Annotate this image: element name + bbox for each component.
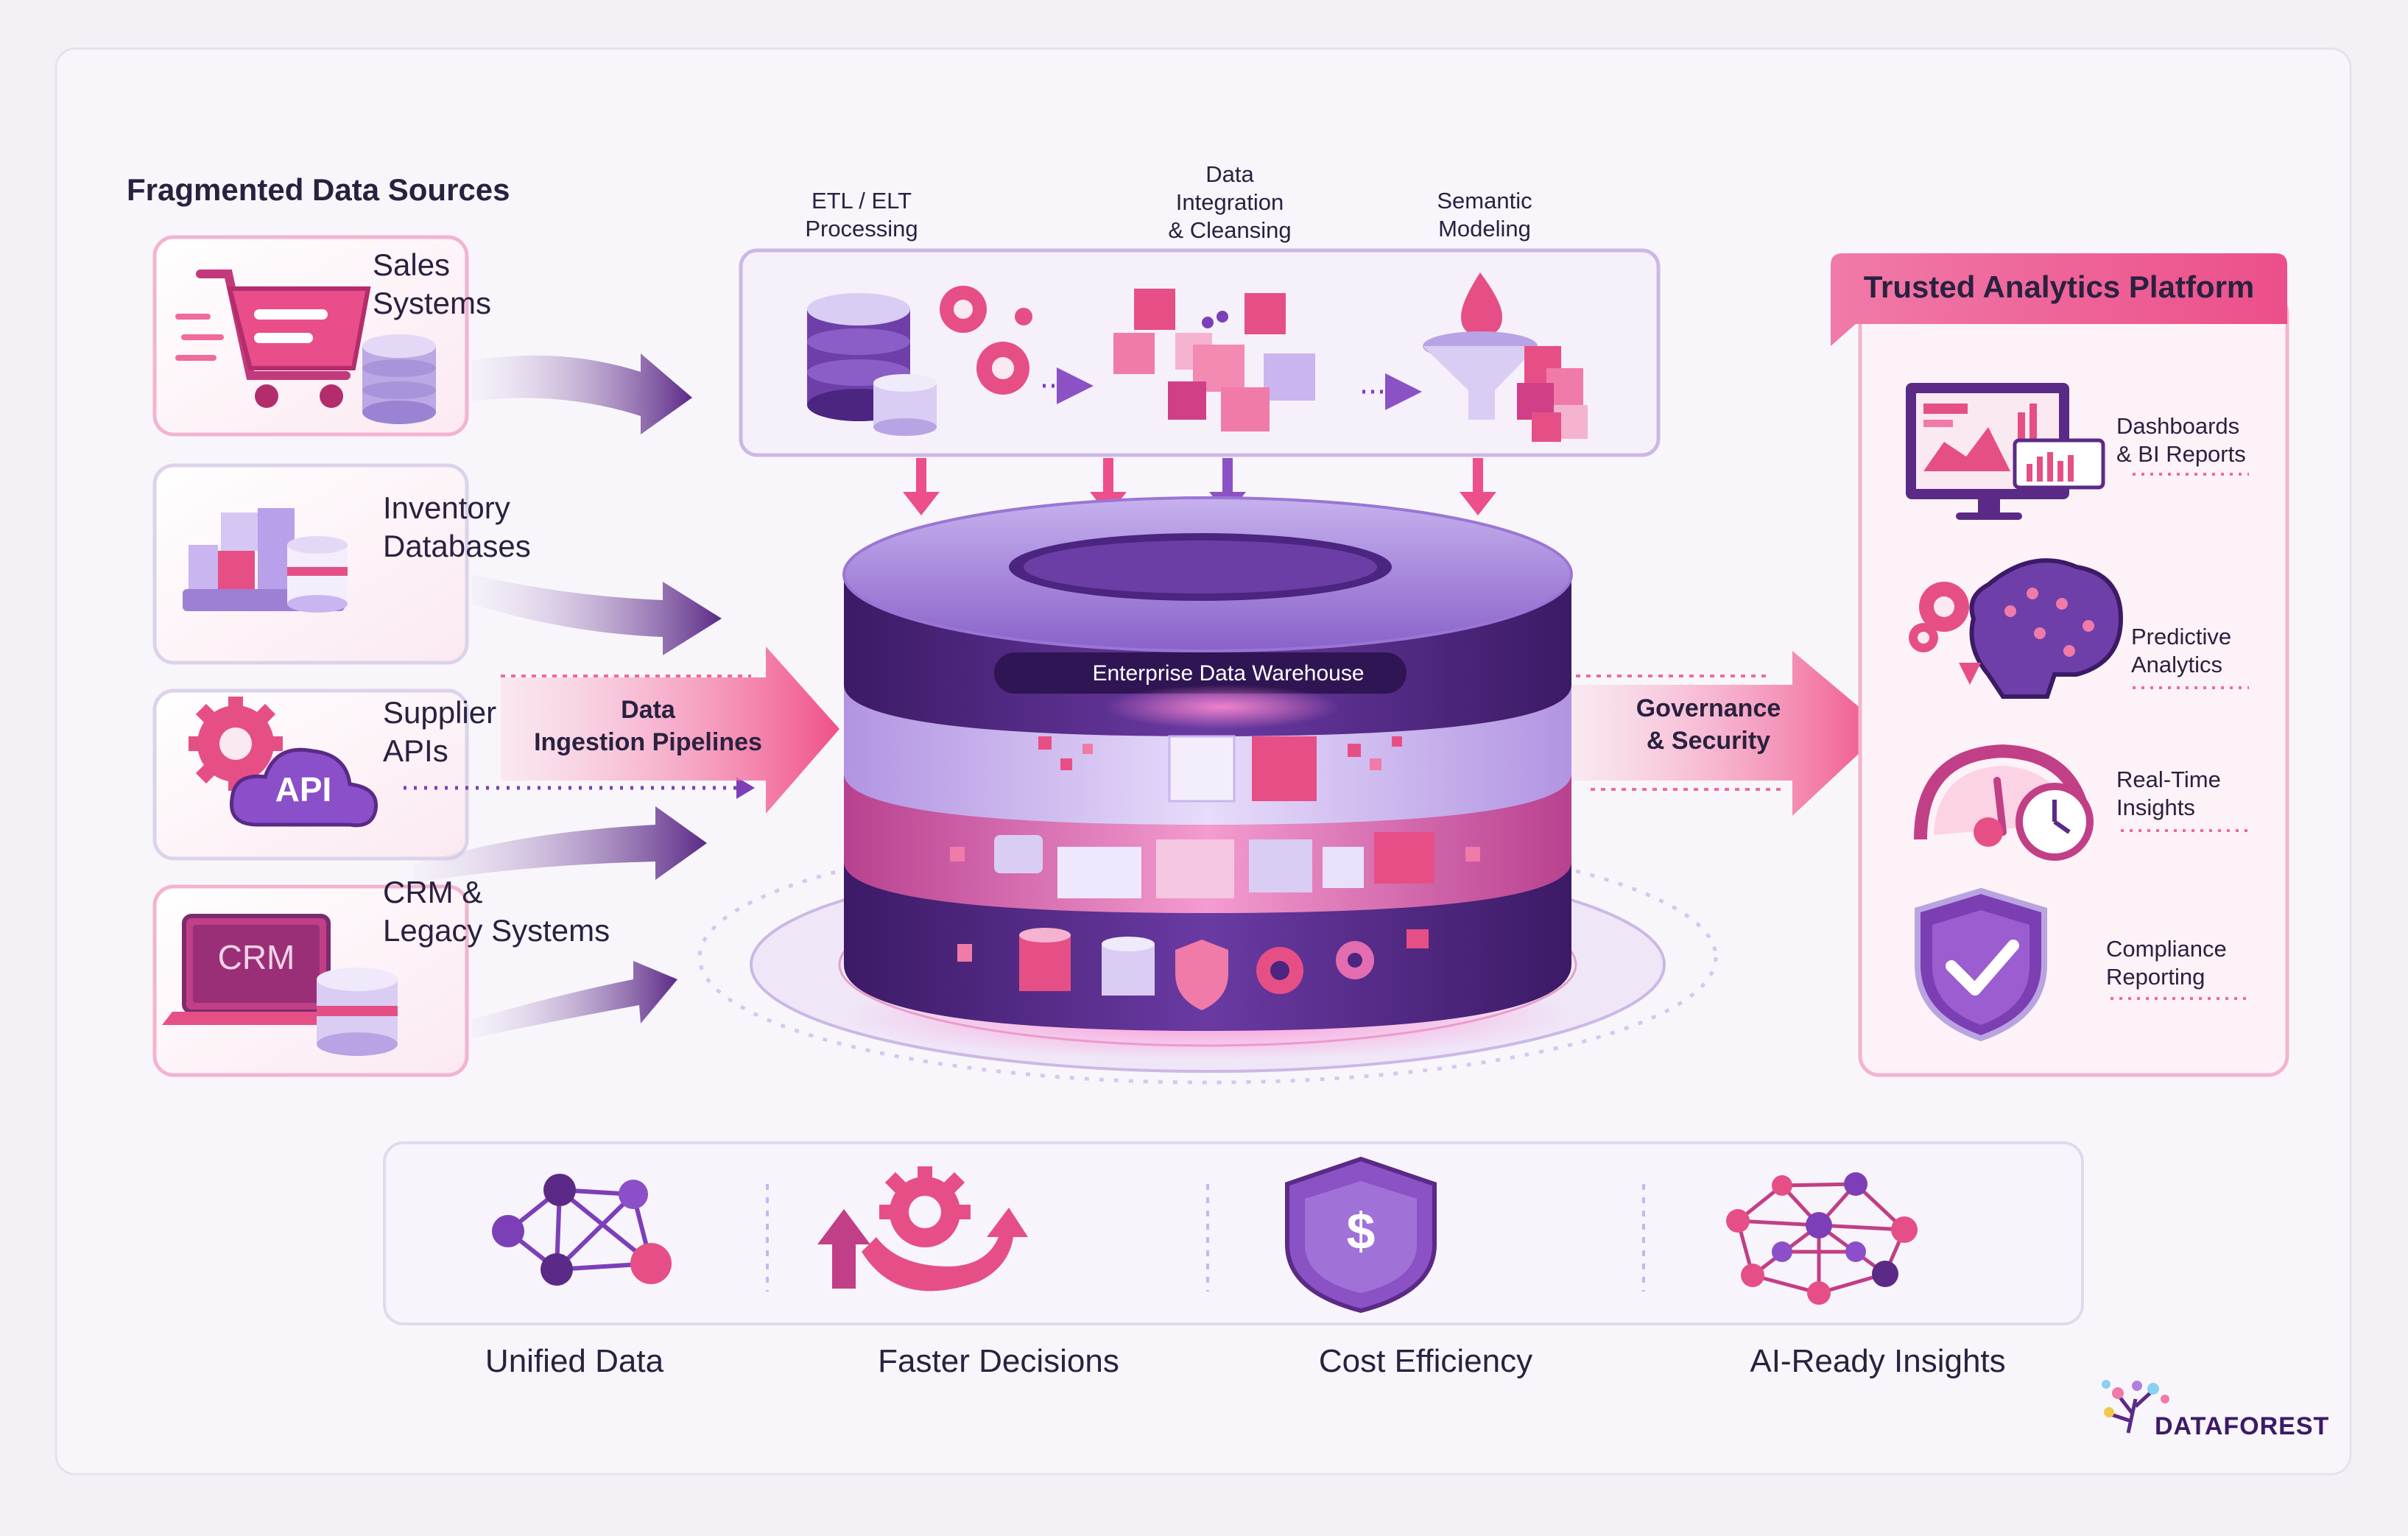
benefit-cost-label: Cost Efficiency	[1318, 1343, 1533, 1379]
inventory-label-line2: Databases	[383, 529, 531, 563]
governance-label: Governance & Security	[1605, 692, 1812, 757]
api-badge: API	[275, 770, 332, 808]
ai-network-icon	[1726, 1172, 1918, 1305]
benefit-dividers	[766, 1184, 1645, 1292]
sales-label-line1: Sales	[373, 247, 451, 282]
dashboards-label-line1: Dashboards	[2116, 413, 2240, 439]
benefit-faster-label: Faster Decisions	[878, 1343, 1119, 1379]
benefits-panel	[383, 1141, 2084, 1325]
semantic-step-label: Semantic Modeling	[1389, 187, 1580, 243]
realtime-label: Real-Time Insights	[2116, 766, 2221, 822]
database-icon	[362, 334, 436, 424]
predictive-label: Predictive Analytics	[2131, 623, 2231, 679]
integration-step-line3: & Cleansing	[1168, 217, 1292, 243]
dashboards-label: Dashboards & BI Reports	[2116, 412, 2246, 468]
supplier-label-line2: APIs	[383, 733, 448, 768]
gear-arrow-icon	[817, 1166, 1028, 1292]
warehouse-pink-band-cubes	[950, 832, 1480, 898]
benefit-ai-label: AI-Ready Insights	[1750, 1343, 2006, 1379]
realtime-label-line2: Insights	[2116, 795, 2195, 820]
brand-name: DATAFOREST	[2155, 1412, 2330, 1440]
dataforest-logo-icon	[2102, 1380, 2169, 1434]
crm-laptop-icon	[162, 914, 359, 1025]
warehouse-light-band-cubes	[1038, 735, 1402, 803]
dashboard-monitor-icon	[1906, 383, 2105, 520]
ingestion-pipeline-arrow	[501, 647, 839, 814]
governance-label-line1: Governance	[1636, 694, 1781, 722]
crm-lower-arrow	[471, 961, 677, 1038]
crm-label: CRM & Legacy Systems	[383, 873, 610, 950]
integration-step-label: Data Integration & Cleansing	[1134, 161, 1326, 244]
sales-label-line2: Systems	[373, 286, 492, 320]
benefit-unified-label: Unified Data	[485, 1343, 664, 1379]
shield-check-icon	[1915, 887, 2047, 1042]
crm-label-line1: CRM &	[383, 875, 483, 909]
shopping-cart-icon	[175, 269, 371, 408]
dollar-glyph: $	[1347, 1202, 1376, 1260]
etl-gears-icon	[940, 286, 1094, 404]
inventory-label: Inventory Databases	[383, 489, 531, 566]
sales-arrow	[471, 353, 692, 434]
governance-label-line2: & Security	[1646, 727, 1771, 755]
governance-arrow	[1571, 651, 1885, 816]
crm-label-line2: Legacy Systems	[383, 913, 610, 948]
etl-step-line1: ETL / ELT	[811, 188, 912, 214]
etl-step-label: ETL / ELT Processing	[766, 187, 957, 243]
crm-database-icon	[317, 968, 398, 1056]
integration-step-line2: Integration	[1175, 189, 1284, 215]
pipeline-label-line2: Ingestion Pipelines	[534, 728, 762, 756]
realtime-label-line1: Real-Time	[2116, 767, 2221, 792]
supplier-label: Supplier APIs	[383, 694, 496, 770]
integration-cubes-icon	[1113, 289, 1422, 431]
predictive-label-line2: Analytics	[2131, 652, 2223, 677]
semantic-funnel-icon	[1423, 272, 1588, 442]
integration-step-line1: Data	[1205, 161, 1254, 187]
dollar-shield-icon	[1285, 1156, 1437, 1314]
inventory-label-line1: Inventory	[383, 490, 510, 525]
crm-badge: CRM	[218, 938, 295, 976]
warehouse-dark-band-icons	[957, 928, 1429, 1010]
pipeline-label: Data Ingestion Pipelines	[515, 694, 781, 758]
pipeline-label-line1: Data	[621, 696, 675, 724]
warehouse-label: Enterprise Data Warehouse	[1092, 661, 1364, 686]
semantic-step-line1: Semantic	[1437, 188, 1532, 214]
etl-database-icon	[807, 293, 937, 436]
platform-dotted-underlines	[2110, 473, 2249, 1000]
source-arrows	[404, 353, 755, 1038]
inventory-arrow	[471, 574, 722, 655]
sales-label: Sales Systems	[373, 246, 491, 323]
brain-icon	[1909, 558, 2124, 699]
inventory-boxes-icon	[183, 508, 348, 613]
compliance-label-line2: Reporting	[2106, 964, 2205, 990]
api-cloud-icon	[189, 697, 379, 828]
network-nodes-icon	[492, 1174, 672, 1286]
compliance-label-line1: Compliance	[2106, 936, 2227, 962]
crm-upper-arrow	[412, 806, 707, 884]
etl-step-line2: Processing	[805, 216, 918, 242]
dashboards-label-line2: & BI Reports	[2116, 441, 2246, 467]
semantic-step-line2: Modeling	[1438, 216, 1531, 242]
speedometer-clock-icon	[1914, 744, 2094, 861]
compliance-label: Compliance Reporting	[2106, 935, 2227, 991]
sources-title: Fragmented Data Sources	[127, 172, 510, 207]
platform-header	[1831, 253, 2287, 346]
supplier-label-line1: Supplier	[383, 695, 497, 730]
predictive-label-line1: Predictive	[2131, 624, 2232, 649]
platform-title: Trusted Analytics Platform	[1863, 269, 2255, 304]
